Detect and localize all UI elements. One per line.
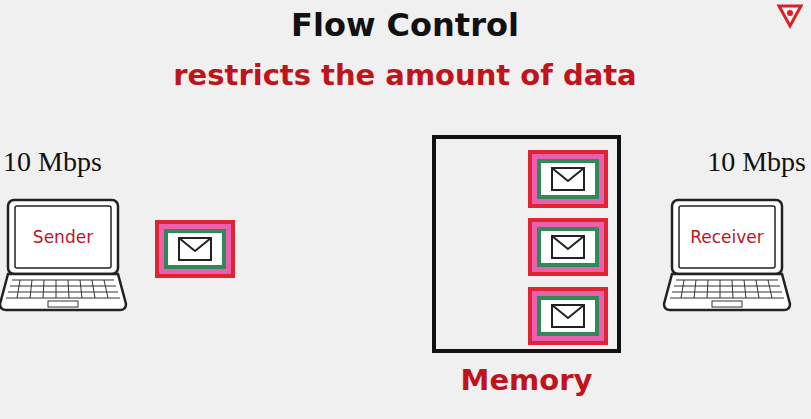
screen-label: Receiver — [690, 227, 764, 247]
memory-label: Memory — [461, 363, 593, 397]
screen-label: Sender — [33, 227, 93, 247]
receiver-screen: Receiver — [679, 206, 775, 268]
speed-label: 10 Mbps — [707, 146, 806, 178]
sender-screen: Sender — [15, 206, 111, 268]
speed-label: 10 Mbps — [3, 146, 102, 178]
memory-box: Memory — [432, 135, 621, 353]
title: Flow Control — [291, 6, 519, 44]
subtitle: restricts the amount of data — [173, 58, 636, 92]
